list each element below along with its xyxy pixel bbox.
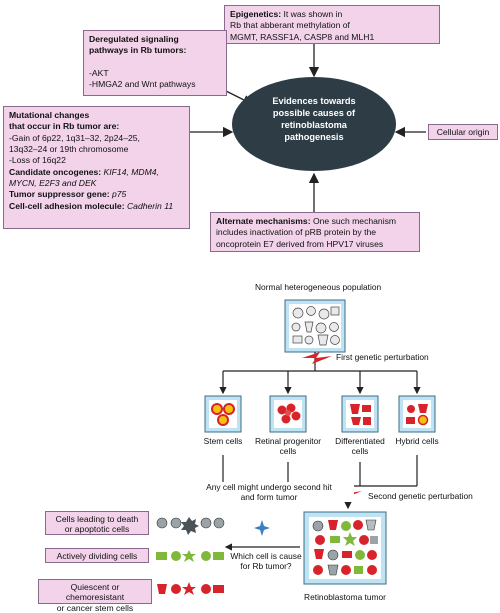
which-cell-line2: for Rb tumor?: [240, 561, 292, 572]
suppressor-value: p75: [109, 189, 127, 200]
cellular-origin-label: Cellular origin: [436, 127, 490, 137]
second-perturbation-label: Second genetic perturbation: [368, 491, 473, 501]
deregulated-signaling-box: Deregulated signaling pathways in Rb tum…: [83, 30, 227, 96]
mutational-title1: Mutational changes: [9, 110, 90, 120]
quiescent-line1: Quiescent or chemoresistant: [65, 582, 125, 603]
which-cell-line1: Which cell is cause: [230, 551, 302, 561]
retinal-progenitor-label: Retinal progenitor cells: [248, 436, 328, 456]
oncogenes-value2: MYCN, E2F3 and DEK: [9, 178, 97, 189]
central-ellipse-text: Evidences towards possible causes of ret…: [244, 96, 384, 144]
alternate-title: Alternate mechanisms:: [216, 216, 311, 226]
cellular-origin-box: Cellular origin: [428, 124, 498, 140]
retinoblastoma-tumor-label: Retinoblastoma tumor: [304, 592, 386, 602]
center-line2: possible causes of: [272, 107, 356, 118]
first-perturbation-bolt: [302, 352, 332, 364]
death-line1: Cells leading to death: [55, 514, 139, 524]
center-line1: Evidences towards: [272, 96, 356, 106]
deregulated-item1: -AKT: [89, 68, 109, 79]
epigenetics-title: Epigenetics:: [230, 9, 282, 19]
second-hit-line2: and form tumor: [240, 492, 298, 503]
adhesion-label: Cell-cell adhesion molecule:: [9, 200, 125, 211]
center-line3: retinoblastoma: [281, 119, 347, 130]
differentiated-line1: Differentiated: [335, 436, 385, 446]
epigenetics-line3: MGMT, RASSF1A, CASP8 and MLH1: [230, 31, 375, 42]
second-hit-label: Any cell might undergo second hit and fo…: [184, 482, 354, 503]
alternate-line3: oncoprotein E7 derived from HPV17 viruse…: [216, 238, 384, 249]
mutational-title2: that occur in Rb tumor are:: [9, 121, 120, 132]
alternate-line2: includes inactivation of pRB protein by …: [216, 227, 377, 238]
retinoblastoma-tumor-box: [303, 511, 387, 585]
death-line2: or apoptotic cells: [64, 524, 130, 535]
second-hit-line1: Any cell might undergo second hit: [206, 482, 332, 492]
mutational-item2: 13q32–24 or 19th chromosome: [9, 144, 129, 155]
alternate-mechanisms-box: Alternate mechanisms: One such mechanism…: [210, 212, 420, 252]
dying-cells-icons: [156, 517, 225, 535]
which-cell-label: Which cell is cause for Rb tumor?: [226, 551, 306, 571]
first-perturbation-label: First genetic perturbation: [336, 352, 429, 362]
dividing-cells-box: Actively dividing cells: [45, 548, 149, 563]
differentiated-label: Differentiated cells: [325, 436, 395, 456]
hybrid-cells-box: [398, 395, 436, 433]
deregulated-title1: Deregulated signaling: [89, 34, 179, 44]
sparkle-icon: [254, 520, 270, 536]
deregulated-item2: -HMGA2 and Wnt pathways: [89, 79, 196, 90]
normal-population-label: Normal heterogeneous population: [255, 282, 382, 292]
stem-cells-label: Stem cells: [203, 436, 243, 446]
center-line4: pathogenesis: [284, 131, 344, 142]
differentiated-line2: cells: [351, 446, 369, 457]
epigenetics-box: Epigenetics: It was shown in Rb that abb…: [224, 5, 440, 44]
deregulated-title2: pathways in Rb tumors:: [89, 45, 187, 56]
dividing-label: Actively dividing cells: [56, 551, 138, 561]
mutational-item1: -Gain of 6p22, 1q31–32, 2p24–25,: [9, 132, 140, 143]
quiescent-line2: or cancer stem cells: [56, 602, 134, 613]
alternate-text: One such mechanism: [310, 216, 397, 226]
oncogenes-label: Candidate oncogenes:: [9, 166, 102, 177]
death-cells-box: Cells leading to death or apoptotic cell…: [45, 511, 149, 535]
suppressor-label: Tumor suppressor gene:: [9, 189, 110, 200]
hybrid-cells-label: Hybrid cells: [395, 436, 439, 446]
oncogenes-value1: KIF14, MDM4,: [101, 166, 159, 177]
central-ellipse: [232, 77, 396, 171]
quiescent-cells-icons: [157, 582, 224, 595]
differentiated-box: [341, 395, 379, 433]
adhesion-value: Cadherin 11: [124, 200, 174, 211]
epigenetics-text: It was shown in: [281, 9, 343, 19]
normal-population-cells: [291, 306, 340, 346]
retinal-progenitor-box: [269, 395, 307, 433]
epigenetics-line2: Rb that abberant methylation of: [230, 20, 350, 31]
quiescent-cells-box: Quiescent or chemoresistant or cancer st…: [38, 579, 152, 613]
retinal-progenitor-line2: cells: [279, 446, 297, 457]
mutational-changes-box: Mutational changes that occur in Rb tumo…: [3, 106, 190, 229]
stem-cells-box: [204, 395, 242, 433]
retinal-progenitor-line1: Retinal progenitor: [254, 436, 322, 446]
mutational-item3: -Loss of 16q22: [9, 155, 66, 166]
dividing-cells-icons: [156, 550, 224, 562]
